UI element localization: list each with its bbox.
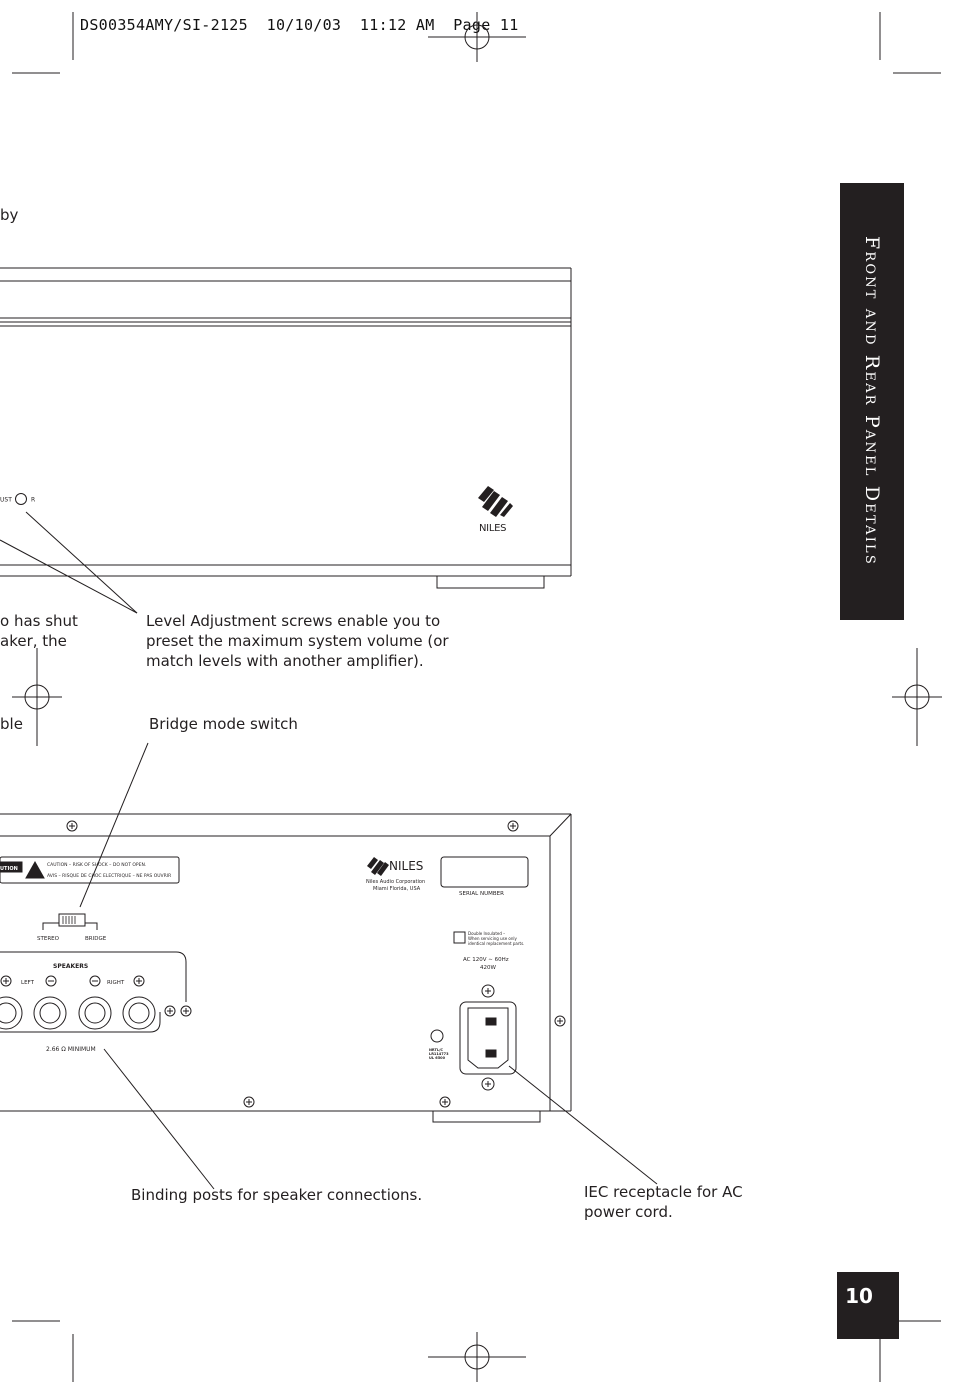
caution-box-text: UTION xyxy=(0,866,18,872)
level-adjustment-caption: Level Adjustment screws enable you to pr… xyxy=(146,612,449,670)
niles-logo-icon xyxy=(478,486,513,517)
bridge-label: BRIDGE xyxy=(85,936,107,942)
bridge-switch-caption: Bridge mode switch xyxy=(149,715,298,733)
serial-number-box xyxy=(440,856,529,888)
power-rating-voltage: AC 120V ∼ 60Hz xyxy=(463,957,509,963)
double-insulated-3: identical replacement parts. xyxy=(468,941,524,946)
caution-line-2: AVIS – RISQUE DE CHOC ELECTRIQUE – NE PA… xyxy=(47,873,171,879)
stereo-label: STEREO xyxy=(37,936,60,942)
caution-label xyxy=(0,856,180,884)
front-panel-drawing: UST R NILES xyxy=(0,267,572,589)
cert-line-2: LR114773 xyxy=(429,1052,449,1056)
speakers-label: SPEAKERS xyxy=(53,963,88,970)
niles-logo-rear-icon xyxy=(367,857,389,876)
rear-brand-label: NILES xyxy=(389,859,423,873)
registration-marks xyxy=(12,12,942,1382)
company-location: Miami Florida, USA xyxy=(373,886,421,892)
double-insulated-2: When servicing use only xyxy=(468,936,518,941)
power-rating-watts: 420W xyxy=(480,965,496,971)
crop-marks xyxy=(12,12,941,1382)
cert-line-1: NRTL/C xyxy=(429,1048,443,1052)
caution-line-1: CAUTION – RISK OF SHOCK – DO NOT OPEN. xyxy=(47,862,146,868)
binding-posts-caption: Binding posts for speaker connections. xyxy=(131,1186,423,1204)
front-brand-label: NILES xyxy=(479,523,506,534)
caption-fragment-2: aker, the xyxy=(0,632,67,650)
company-name: Niles Audio Corporation xyxy=(366,879,425,885)
iec-receptacle-caption: IEC receptacle for AC power cord. xyxy=(584,1183,743,1221)
leader-lines xyxy=(0,511,658,1190)
bridge-mode-switch xyxy=(58,913,86,927)
binding-posts xyxy=(0,996,156,1030)
cert-line-3: UL 6500 xyxy=(429,1056,446,1060)
caption-fragment-1: o has shut xyxy=(0,612,78,630)
left-channel-label: LEFT xyxy=(21,980,35,986)
adjust-label: UST xyxy=(0,497,12,504)
section-title: Front and Rear Panel Details xyxy=(861,235,883,567)
double-insulated-1: Double Insulated – xyxy=(468,931,505,936)
header-slug: DS00354AMY/SI-2125 10/10/03 11:12 AM Pag… xyxy=(80,16,519,34)
right-channel-label: R xyxy=(31,497,35,504)
right-channel-label-rear: RIGHT xyxy=(107,980,125,986)
caption-fragment-3: ble xyxy=(0,715,23,733)
minimum-impedance-label: 2.66 Ω MINIMUM xyxy=(46,1046,96,1053)
page-number: 10 xyxy=(845,1284,873,1308)
serial-number-label: SERIAL NUMBER xyxy=(459,891,504,897)
level-adjust-screw xyxy=(15,493,27,505)
page-number-box: 10 xyxy=(837,1272,899,1339)
rear-panel-drawing: UTION CAUTION – RISK OF SHOCK – DO NOT O… xyxy=(0,813,572,1123)
section-side-tab: Front and Rear Panel Details xyxy=(840,183,904,620)
caption-fragment-top: by xyxy=(0,206,19,224)
iec-receptacle xyxy=(459,1001,517,1075)
